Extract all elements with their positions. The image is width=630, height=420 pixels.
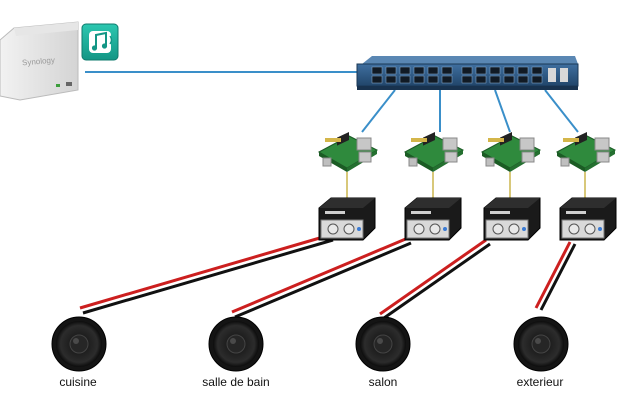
switch-port — [441, 75, 453, 84]
audio-links — [346, 172, 586, 205]
zone-label-salle-de-bain: salle de bain — [202, 375, 270, 389]
switch-port — [517, 66, 529, 75]
music-note-icon — [81, 23, 119, 61]
switch-port — [503, 66, 515, 75]
raspberry-pi-icon — [555, 132, 617, 172]
zone-label-cuisine: cuisine — [59, 375, 97, 389]
raspberry-pi-icon — [403, 132, 465, 172]
zone-label-salon: salon — [368, 375, 398, 389]
speaker-wire-pair — [379, 238, 491, 320]
switch-to-pi-cable — [361, 89, 396, 133]
switch-port — [475, 66, 487, 75]
network-switch-icon — [356, 56, 579, 90]
speaker-wire-pair — [231, 236, 412, 319]
speaker-wire-pair — [534, 241, 577, 311]
switch-port — [531, 75, 543, 84]
speaker-wires — [79, 233, 577, 320]
zone-label-exterieur: exterieur — [516, 375, 564, 389]
switch-port — [371, 66, 383, 75]
switch-port — [371, 75, 383, 84]
switch-port — [517, 75, 529, 84]
switch-to-pi-cable — [544, 89, 579, 133]
amplifier-icon — [559, 197, 617, 241]
raspberry-pi-icon — [480, 132, 542, 172]
switch-port — [489, 75, 501, 84]
amplifier-icon — [483, 197, 541, 241]
switch-port — [461, 75, 473, 84]
speaker-wire-pair — [79, 233, 334, 315]
amplifier-group — [318, 197, 617, 241]
switch-port — [385, 66, 397, 75]
network-cables — [85, 71, 579, 133]
switch-port — [385, 75, 397, 84]
switch-port — [441, 66, 453, 75]
nas-server-icon — [0, 21, 79, 101]
amplifier-icon — [404, 197, 462, 241]
raspberry-pi-icon — [317, 132, 379, 172]
switch-port — [461, 66, 473, 75]
switch-port — [427, 75, 439, 84]
speaker-icon — [355, 316, 411, 372]
switch-port — [413, 75, 425, 84]
switch-port — [399, 75, 411, 84]
speaker-icon — [513, 316, 569, 372]
speaker-icon — [51, 316, 107, 372]
switch-to-pi-cable — [494, 89, 511, 133]
switch-ports — [371, 66, 543, 84]
switch-port — [399, 66, 411, 75]
switch-port — [475, 75, 487, 84]
switch-port — [413, 66, 425, 75]
switch-port — [489, 66, 501, 75]
speaker-icon — [208, 316, 264, 372]
switch-port — [531, 66, 543, 75]
switch-port — [503, 75, 515, 84]
raspberry-pi-group — [317, 132, 617, 172]
switch-port — [427, 66, 439, 75]
speaker-group — [51, 316, 569, 372]
amplifier-icon — [318, 197, 376, 241]
